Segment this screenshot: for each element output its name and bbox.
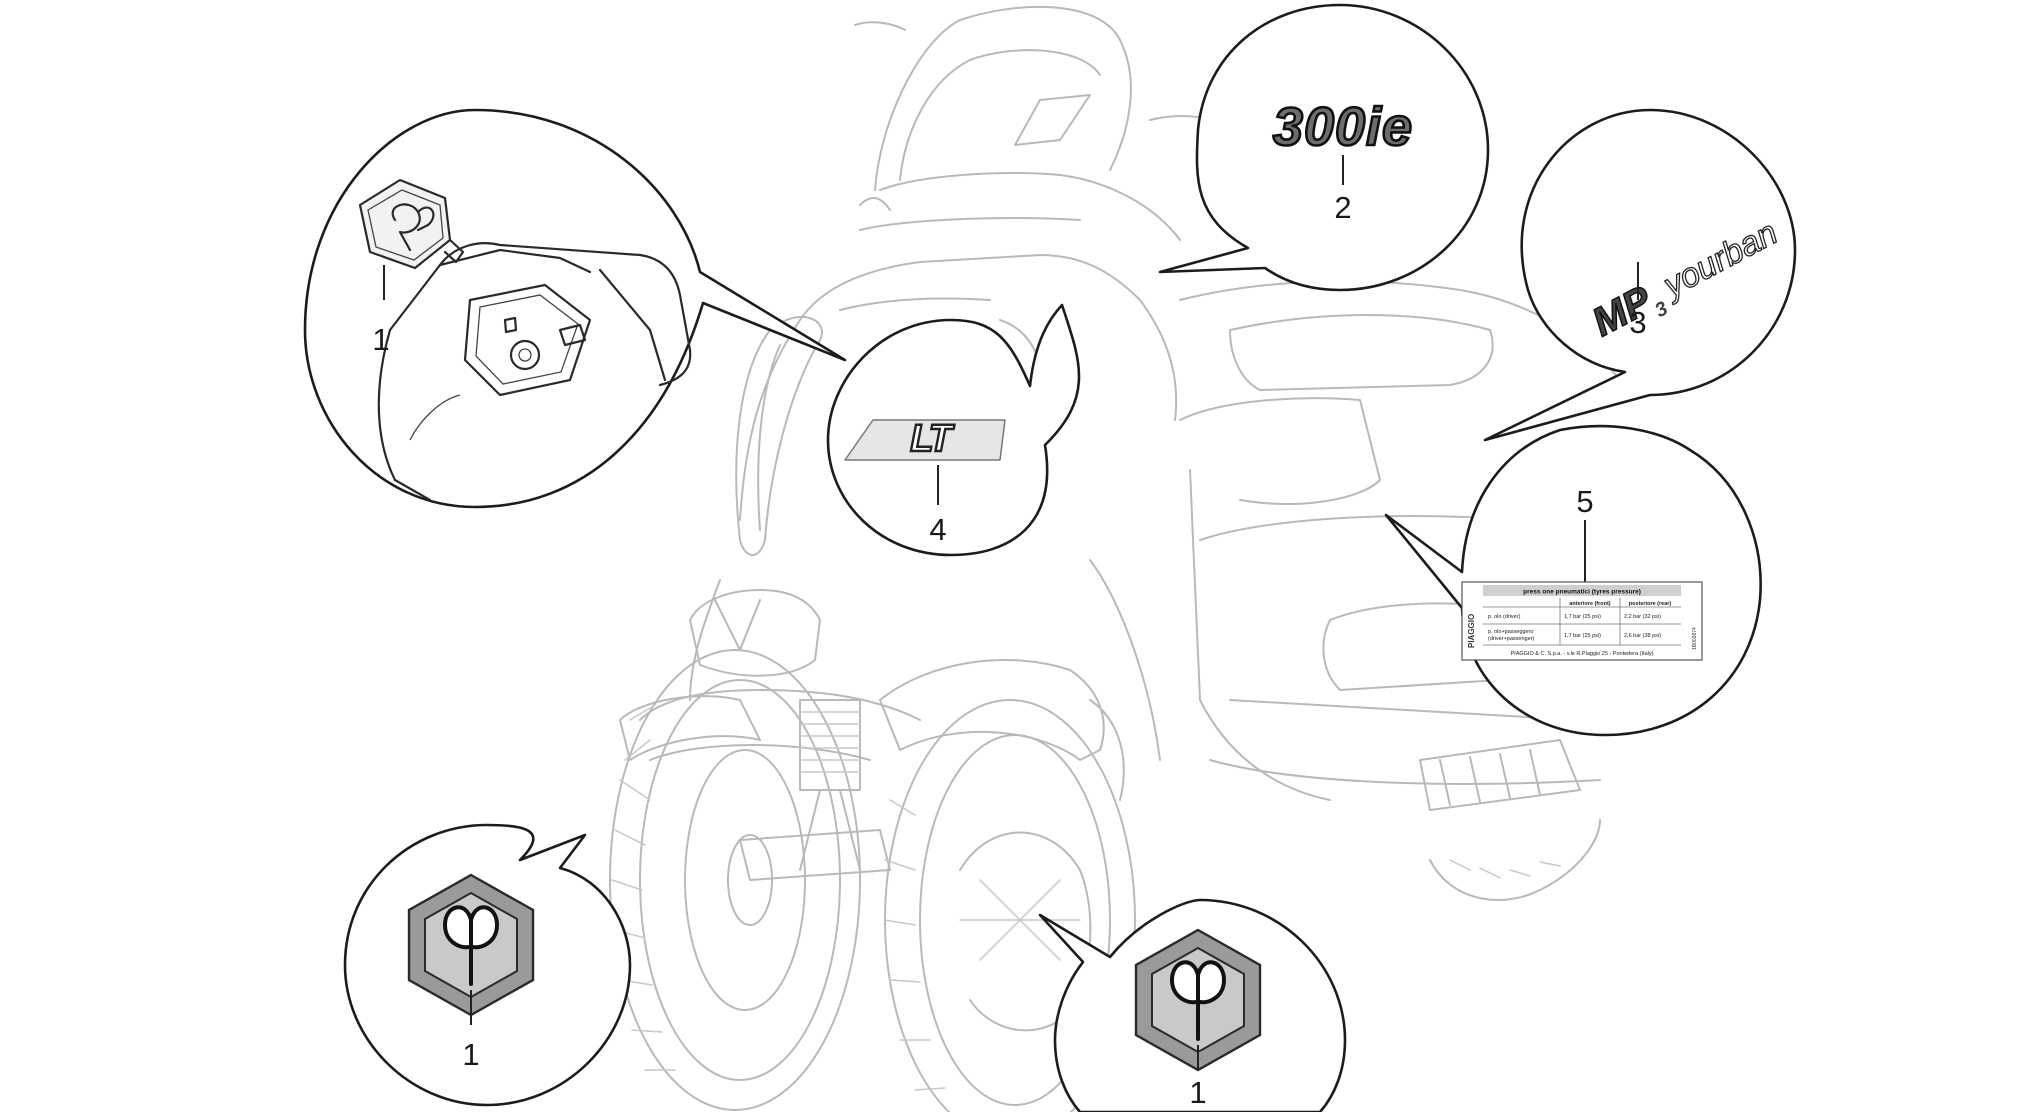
svg-text:press one pneumatici (tyres pr: press one pneumatici (tyres pressure) — [1523, 589, 1641, 596]
svg-text:1,7 bar (25 psi): 1,7 bar (25 psi) — [1564, 633, 1601, 639]
callout-mp3-yourban: MP 3 yourban 3 — [1483, 108, 1797, 442]
svg-text:LT: LT — [910, 418, 954, 460]
svg-text:PIAGGIO: PIAGGIO — [1467, 614, 1476, 648]
ref-number-1-front-left: 1 — [462, 1037, 479, 1072]
svg-text:p. olo (driver): p. olo (driver) — [1488, 614, 1521, 620]
decal-lt: LT — [844, 417, 1006, 461]
ref-number-1-key: 1 — [372, 322, 389, 357]
svg-text:2,6 bar (38 psi): 2,6 bar (38 psi) — [1624, 633, 1661, 639]
callout-tyre-label: 5 press one pneumatici (tyres pressure) … — [1384, 424, 1762, 737]
tyre-pressure-label: press one pneumatici (tyres pressure) PI… — [1461, 581, 1703, 661]
ref-number-3: 3 — [1629, 305, 1646, 340]
small-hex-badge-icon — [358, 178, 465, 270]
svg-text:p. olo+passeggero: p. olo+passeggero — [1488, 629, 1533, 635]
ref-number-4: 4 — [929, 512, 946, 547]
ref-number-2: 2 — [1334, 190, 1351, 225]
hex-badge-icon-front-right-main — [1134, 928, 1262, 1072]
callout-lt: LT 4 — [826, 303, 1081, 557]
svg-text:2,2 bar (32 psi): 2,2 bar (32 psi) — [1624, 614, 1661, 620]
svg-text:anteriore (front): anteriore (front) — [1569, 601, 1610, 607]
callout-300ie: 300ie 2 — [1158, 3, 1490, 292]
hex-badge-icon-front-left — [407, 873, 535, 1017]
svg-text:PIAGGIO & C. S.p.a. - v.le R.P: PIAGGIO & C. S.p.a. - v.le R.Piaggio 25 … — [1511, 651, 1654, 657]
ref-number-5: 5 — [1576, 484, 1593, 519]
callout-badge-front-left: 1 — [343, 823, 632, 1107]
svg-text:1B003874: 1B003874 — [1692, 627, 1698, 650]
callout-badge-key: 1 — [303, 108, 847, 509]
svg-text:posteriore (rear): posteriore (rear) — [1629, 601, 1672, 607]
ref-number-1-front-right: 1 — [1189, 1075, 1206, 1110]
svg-text:(driver+passenger): (driver+passenger) — [1488, 636, 1534, 642]
decal-300ie: 300ie — [1273, 97, 1413, 157]
callout-badge-front-right-ring: 1 — [1038, 898, 1347, 1112]
key-fob-illustration — [377, 242, 692, 502]
svg-text:1,7 bar (25 psi): 1,7 bar (25 psi) — [1564, 614, 1601, 620]
